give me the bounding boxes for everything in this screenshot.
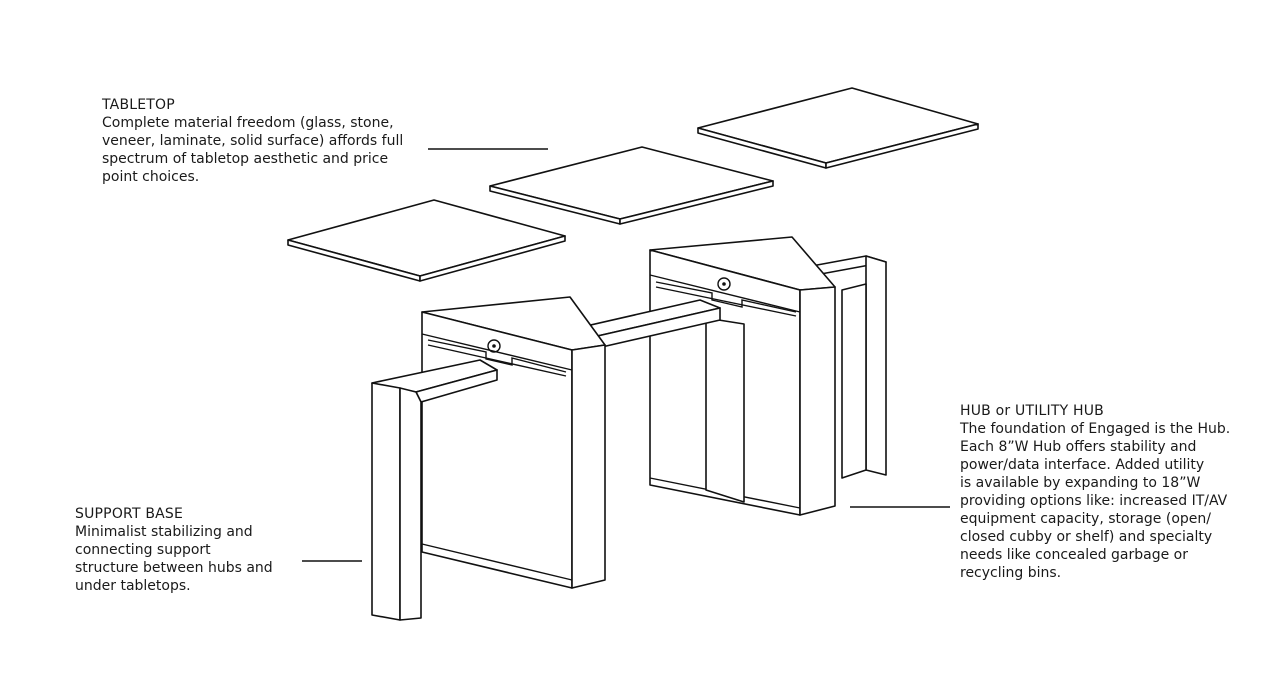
tabletop-text-line: Complete material freedom (glass, stone, (102, 115, 394, 131)
hub-text-line: providing options like: increased IT/AV (960, 493, 1228, 509)
tabletop-panel-center (490, 147, 773, 224)
hub-heading: HUB or UTILITY HUB (960, 403, 1104, 419)
support-base-text-line: under tabletops. (75, 578, 191, 594)
support-leg-left (372, 360, 497, 620)
hub-text-line: The foundation of Engaged is the Hub. (960, 421, 1231, 437)
hub-callout: HUB or UTILITY HUB The foundation of Eng… (960, 402, 1270, 582)
hub-text-line: Each 8”W Hub offers stability and (960, 439, 1197, 455)
support-base-heading: SUPPORT BASE (75, 506, 184, 522)
hub-text-line: equipment capacity, storage (open/ (960, 511, 1211, 527)
hub-right (650, 237, 835, 515)
tabletop-callout: TABLETOP Complete material freedom (glas… (102, 96, 432, 186)
support-base-text-line: connecting support (75, 542, 211, 558)
tabletop-panel-left (288, 200, 565, 281)
hub-text-line: recycling bins. (960, 565, 1062, 581)
tabletop-text-line: veneer, laminate, solid surface) affords… (102, 133, 404, 149)
hub-text-line: is available by expanding to 18”W (960, 475, 1201, 491)
tabletop-heading: TABLETOP (102, 97, 175, 113)
tabletop-text-line: spectrum of tabletop aesthetic and price (102, 151, 389, 167)
support-leg-right (790, 256, 886, 478)
tabletop-text-line: point choices. (102, 169, 200, 185)
support-base-text-line: structure between hubs and (75, 560, 273, 576)
tabletop-panel-right (698, 88, 978, 168)
hub-text-line: closed cubby or shelf) and specialty (960, 529, 1213, 545)
support-base-text-line: Minimalist stabilizing and (75, 524, 253, 540)
hub-text-line: power/data interface. Added utility (960, 457, 1205, 473)
support-base-callout: SUPPORT BASE Minimalist stabilizing and … (75, 505, 305, 595)
hub-text-line: needs like concealed garbage or (960, 547, 1189, 563)
hub-left (422, 297, 605, 588)
